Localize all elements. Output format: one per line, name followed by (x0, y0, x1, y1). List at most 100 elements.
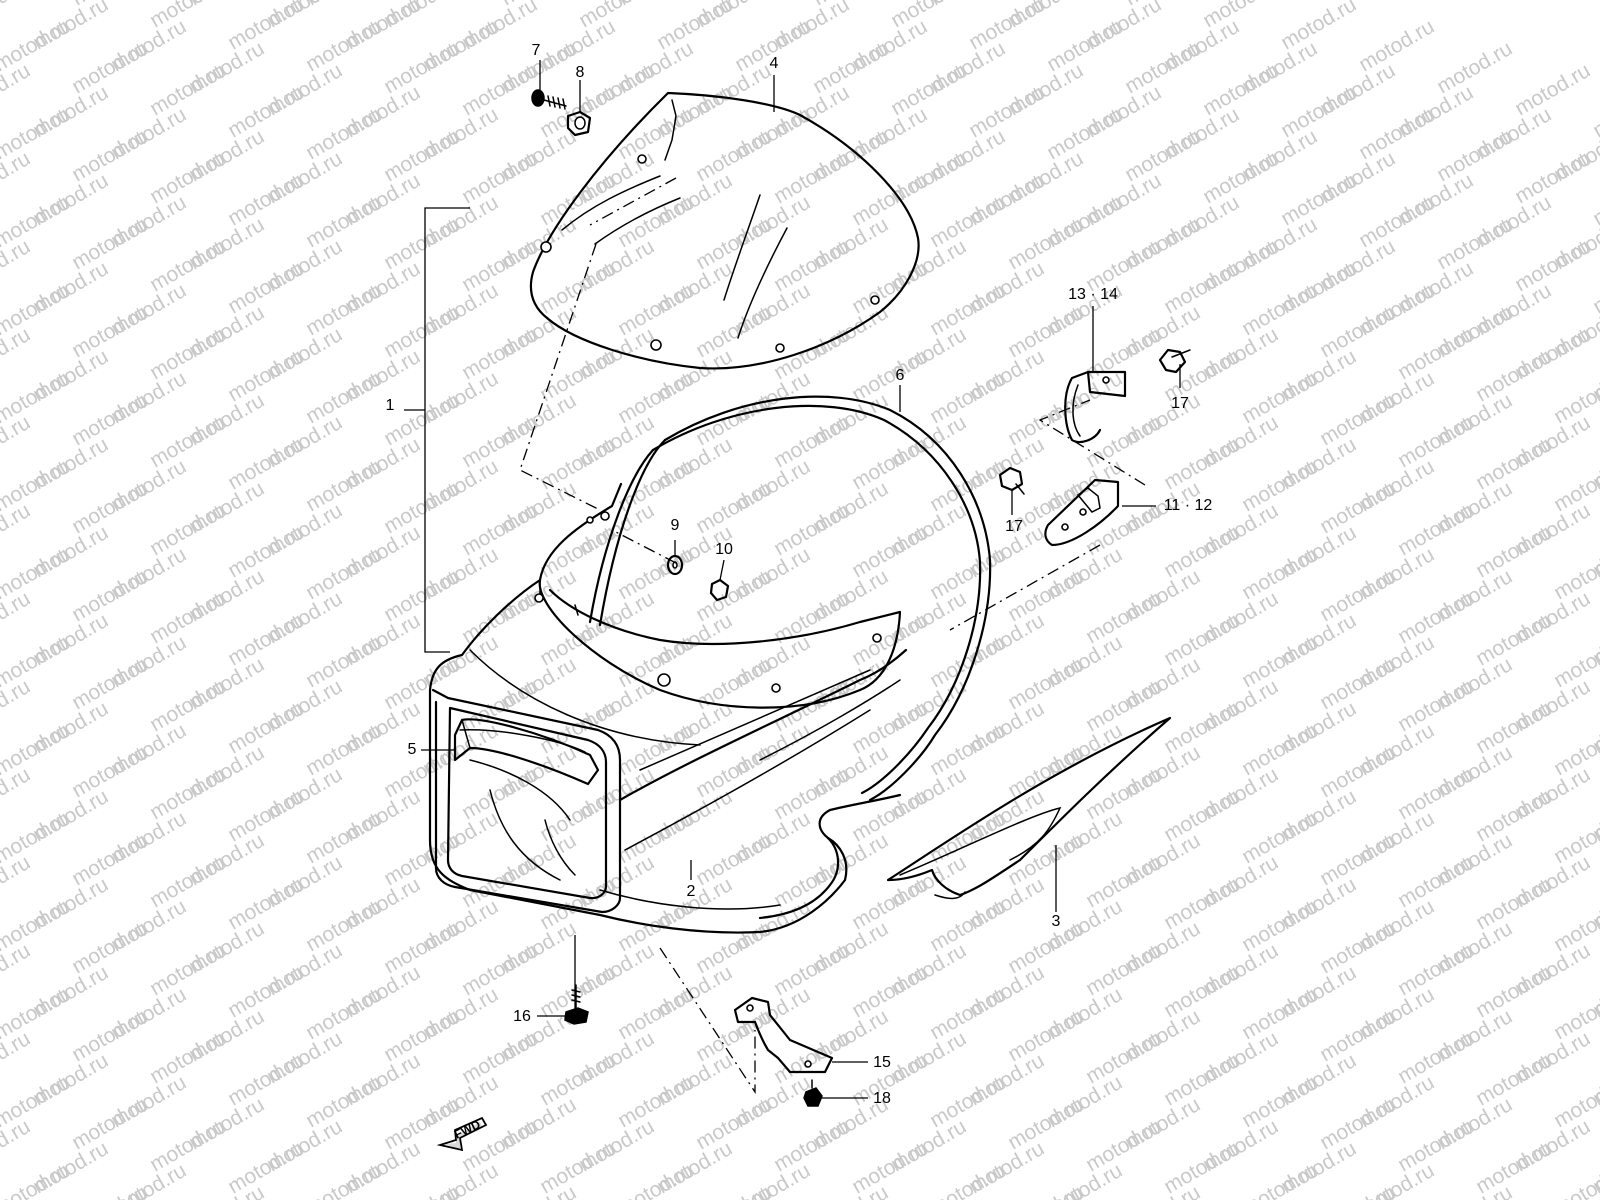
watermark-text: motod.ru (692, 917, 775, 978)
watermark-text: motod.ru (1589, 81, 1600, 142)
watermark-text: motod.ru (1082, 675, 1165, 736)
watermark-text: motod.ru (692, 301, 775, 362)
watermark-text: motod.ru (1160, 785, 1243, 846)
watermark-text: motod.ru (1472, 785, 1555, 846)
side-panel (886, 716, 1172, 900)
watermark-text: motod.ru (458, 59, 541, 120)
watermark-text: motod.ru (1160, 873, 1243, 934)
watermark-text: motod.ru (1394, 499, 1477, 560)
watermark-text: motod.ru (1238, 543, 1321, 604)
callout-label-1: 1 (386, 397, 395, 414)
watermark-text: motod.ru (0, 0, 34, 32)
watermark-text: motod.ru (1433, 213, 1516, 274)
watermark-text: motod.ru (1394, 587, 1477, 648)
watermark-text: motod.ru (1511, 59, 1594, 120)
watermark-text: motod.ru (692, 477, 775, 538)
cowl-body (428, 482, 908, 934)
watermark-text: motod.ru (1472, 345, 1555, 406)
watermark-text: motod.ru (926, 367, 1009, 428)
watermark-text: motod.ru (146, 323, 229, 384)
watermark-text: motod.ru (1160, 433, 1243, 494)
callout-label-6: 6 (896, 367, 905, 384)
watermark-text: motod.ru (302, 367, 385, 428)
watermark-text: motod.ru (146, 1027, 229, 1088)
watermark-text: motod.ru (224, 0, 307, 54)
watermark-text: motod.ru (1238, 807, 1321, 868)
watermark-text: motod.ru (380, 653, 463, 714)
callout-label-2: 2 (687, 883, 696, 900)
callout-label-16: 16 (513, 1008, 531, 1025)
watermark-text: motod.ru (458, 323, 541, 384)
watermark-text: motod.ru (302, 807, 385, 868)
watermark-text: motod.ru (1004, 741, 1087, 802)
watermark-text: motod.ru (1472, 961, 1555, 1022)
watermark-text: motod.ru (926, 191, 1009, 252)
side-bracket (1044, 478, 1120, 547)
watermark-text: motod.ru (692, 829, 775, 890)
watermark-text: motod.ru (224, 433, 307, 494)
watermark-text: motod.ru (458, 587, 541, 648)
watermark-text: motod.ru (0, 587, 34, 648)
callout-label-7: 7 (532, 42, 541, 59)
watermark-text: motod.ru (1355, 15, 1438, 76)
watermark-text: motod.ru (1160, 257, 1243, 318)
watermark-text: motod.ru (1160, 521, 1243, 582)
watermark-text: motod.ru (1199, 147, 1282, 208)
watermark-text: motod.ru (1082, 763, 1165, 824)
watermark-text: motod.ru (1394, 939, 1477, 1000)
bottom-bracket (733, 996, 834, 1074)
watermark-text: motod.ru (1160, 1137, 1243, 1198)
watermark-text: motod.ru (0, 411, 34, 472)
watermark-text: motod.ru (68, 917, 151, 978)
watermark-text: motod.ru (770, 1115, 853, 1176)
watermark-text: motod.ru (614, 983, 697, 1044)
hardware-bolt-16 (564, 984, 589, 1025)
watermark-text: motod.ru (692, 1093, 775, 1154)
watermark-text: motod.ru (1238, 279, 1321, 340)
watermark-text: motod.ru (146, 675, 229, 736)
watermark-text: motod.ru (68, 125, 151, 186)
watermark-text: motod.ru (1394, 675, 1477, 736)
watermark-text: motod.ru (1160, 1049, 1243, 1110)
watermark-text: motod.ru (68, 37, 151, 98)
watermark-text: motod.ru (536, 1137, 619, 1198)
watermark-text: motod.ru (1082, 411, 1165, 472)
watermark-text: motod.ru (692, 125, 775, 186)
watermark-text: motod.ru (1394, 1115, 1477, 1176)
watermark-text: motod.ru (770, 411, 853, 472)
watermark-text: motod.ru (302, 191, 385, 252)
watermark-text: motod.ru (146, 851, 229, 912)
watermark-text: motod.ru (1316, 1181, 1399, 1200)
watermark-text: motod.ru (0, 323, 34, 384)
watermark-text: motod.ru (380, 213, 463, 274)
watermark-text: motod.ru (0, 235, 34, 296)
watermark-text: motod.ru (1316, 389, 1399, 450)
watermark-text: motod.ru (614, 807, 697, 868)
watermark-text: motod.ru (1355, 191, 1438, 252)
watermark-text: motod.ru (848, 521, 931, 582)
watermark-text: motod.ru (926, 895, 1009, 956)
watermark-text: motod.ru (1316, 741, 1399, 802)
watermark-text: motod.ru (848, 433, 931, 494)
watermark-text: motod.ru (380, 301, 463, 362)
alignment-lines (519, 177, 1146, 1095)
watermark-text: motod.ru (458, 939, 541, 1000)
watermark-text: motod.ru (848, 697, 931, 758)
watermark-text: motod.ru (1472, 1137, 1555, 1198)
watermark-text: motod.ru (692, 1181, 775, 1200)
watermark-text: motod.ru (926, 1159, 1009, 1200)
watermark-text: motod.ru (1082, 939, 1165, 1000)
watermark-text: motod.ru (146, 147, 229, 208)
watermark-text: motod.ru (224, 961, 307, 1022)
watermark-text: motod.ru (848, 345, 931, 406)
watermark-text: motod.ru (224, 873, 307, 934)
callout-label-17b: 17 (1005, 518, 1023, 535)
callout-label-13-14: 13 · 14 (1068, 286, 1118, 303)
watermark-text: motod.ru (302, 15, 385, 76)
watermark-text: motod.ru (302, 895, 385, 956)
watermark-text: motod.ru (146, 763, 229, 824)
watermark-text: motod.ru (1004, 829, 1087, 890)
hardware-bolt-17-upper (1158, 348, 1191, 374)
watermark-text: motod.ru (146, 1115, 229, 1176)
callout-label-10: 10 (715, 541, 733, 558)
